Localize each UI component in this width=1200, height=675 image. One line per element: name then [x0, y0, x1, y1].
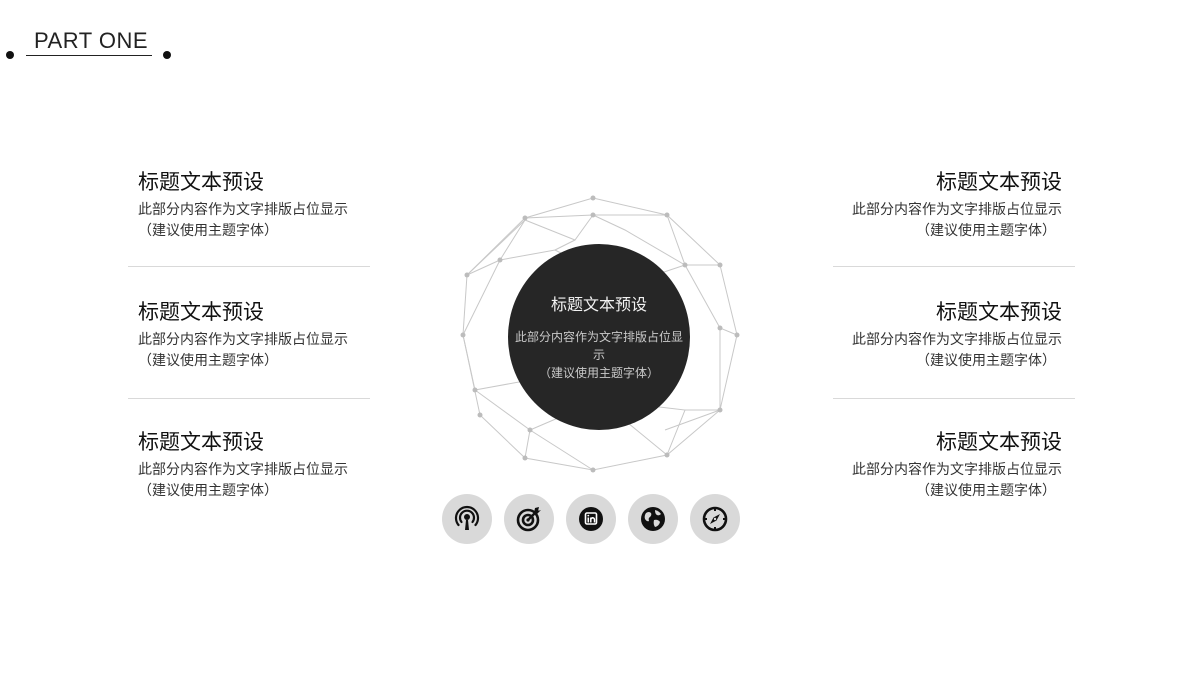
right-text-block-2: 标题文本预设 此部分内容作为文字排版占位显示 （建议使用主题字体）: [822, 298, 1062, 372]
center-body-line: 此部分内容作为文字排版占位显示: [514, 330, 683, 362]
center-circle: 标题文本预设 此部分内容作为文字排版占位显示 （建议使用主题字体）: [508, 244, 690, 430]
block-title: 标题文本预设: [936, 170, 1062, 194]
block-body-line: （建议使用主题字体）: [916, 223, 1056, 239]
block-title: 标题文本预设: [138, 430, 264, 454]
block-body: 此部分内容作为文字排版占位显示 （建议使用主题字体）: [822, 200, 1062, 242]
block-body: 此部分内容作为文字排版占位显示 （建议使用主题字体）: [138, 330, 378, 372]
block-body: 此部分内容作为文字排版占位显示 （建议使用主题字体）: [138, 200, 378, 242]
linkedin-icon: [579, 507, 603, 531]
separator-line: [833, 266, 1075, 267]
block-body-line: 此部分内容作为文字排版占位显示: [852, 202, 1062, 218]
globe-icon-button[interactable]: [628, 494, 678, 544]
block-title: 标题文本预设: [138, 170, 264, 194]
block-body-line: （建议使用主题字体）: [916, 483, 1056, 499]
podcast-icon: [454, 505, 480, 530]
block-body: 此部分内容作为文字排版占位显示 （建议使用主题字体）: [138, 460, 378, 502]
block-body-line: （建议使用主题字体）: [916, 353, 1056, 369]
block-body-line: 此部分内容作为文字排版占位显示: [138, 462, 348, 478]
decorative-dot-left: [6, 51, 14, 59]
compass-icon-button[interactable]: [690, 494, 740, 544]
target-icon: [516, 507, 541, 532]
right-text-block-1: 标题文本预设 此部分内容作为文字排版占位显示 （建议使用主题字体）: [822, 168, 1062, 242]
compass-icon: [702, 506, 728, 532]
center-title: 标题文本预设: [550, 295, 647, 314]
block-body-line: 此部分内容作为文字排版占位显示: [852, 462, 1062, 478]
left-text-block-1: 标题文本预设 此部分内容作为文字排版占位显示 （建议使用主题字体）: [138, 168, 378, 242]
block-body: 此部分内容作为文字排版占位显示 （建议使用主题字体）: [822, 460, 1062, 502]
left-text-block-2: 标题文本预设 此部分内容作为文字排版占位显示 （建议使用主题字体）: [138, 298, 378, 372]
center-body-line: （建议使用主题字体）: [538, 366, 659, 380]
block-title: 标题文本预设: [936, 430, 1062, 454]
podcast-icon-button[interactable]: [442, 494, 492, 544]
left-text-block-3: 标题文本预设 此部分内容作为文字排版占位显示 （建议使用主题字体）: [138, 428, 378, 502]
right-text-block-3: 标题文本预设 此部分内容作为文字排版占位显示 （建议使用主题字体）: [822, 428, 1062, 502]
block-title: 标题文本预设: [138, 300, 264, 324]
block-body-line: （建议使用主题字体）: [138, 483, 278, 499]
decorative-dot-right: [163, 51, 171, 59]
section-title: PART ONE: [34, 28, 149, 53]
separator-line: [833, 398, 1075, 399]
globe-icon: [641, 507, 665, 531]
block-body-line: 此部分内容作为文字排版占位显示: [852, 332, 1062, 348]
block-body-line: （建议使用主题字体）: [138, 223, 278, 239]
block-body-line: 此部分内容作为文字排版占位显示: [138, 202, 348, 218]
block-body-line: 此部分内容作为文字排版占位显示: [138, 332, 348, 348]
block-title: 标题文本预设: [936, 300, 1062, 324]
title-underline: [26, 55, 152, 56]
center-body: 此部分内容作为文字排版占位显示 （建议使用主题字体）: [510, 328, 688, 382]
separator-line: [128, 266, 370, 267]
separator-line: [128, 398, 370, 399]
block-body-line: （建议使用主题字体）: [138, 353, 278, 369]
linkedin-icon-button[interactable]: [566, 494, 616, 544]
target-icon-button[interactable]: [504, 494, 554, 544]
block-body: 此部分内容作为文字排版占位显示 （建议使用主题字体）: [822, 330, 1062, 372]
